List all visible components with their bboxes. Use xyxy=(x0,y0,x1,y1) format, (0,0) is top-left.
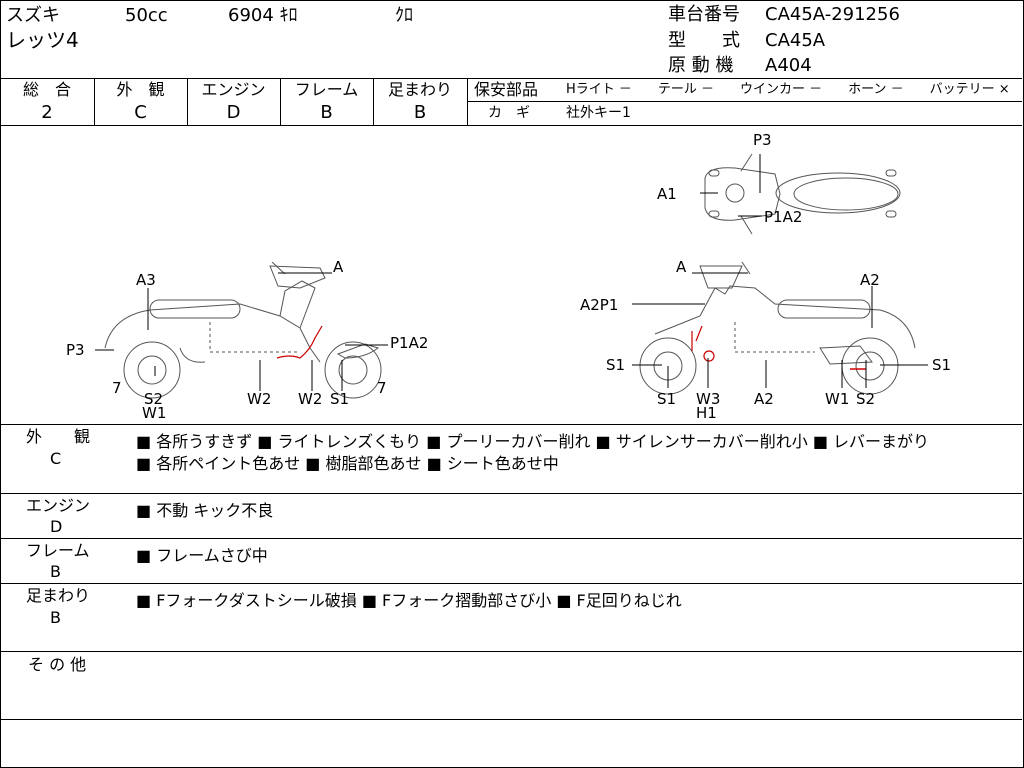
remarks-suspension-label: 足まわり xyxy=(26,586,91,605)
remarks-exterior-line1: ■ 各所うすきず ■ ライトレンズくもり ■ プーリーカバー削れ ■ サイレンサ… xyxy=(136,432,930,451)
divider xyxy=(467,78,468,125)
divider xyxy=(94,78,95,125)
overall-grade: 2 xyxy=(41,102,53,123)
suspension-grade-label: 足まわり xyxy=(387,80,452,99)
left-side-view xyxy=(104,261,382,399)
damage-mark xyxy=(691,325,703,351)
left-a-label: A xyxy=(333,258,344,276)
frame-no: CA45A-291256 xyxy=(765,4,900,25)
damage-mark xyxy=(703,350,715,362)
mileage: 6904 ｷﾛ xyxy=(228,5,298,26)
type-label: 型 式 xyxy=(668,30,740,51)
left-a3-label: A3 xyxy=(136,271,156,289)
engine-grade-label: エンジン xyxy=(201,80,266,99)
damage-mark xyxy=(276,325,323,359)
right-a2p1-label: A2P1 xyxy=(580,296,618,314)
safety-items: Hライト － テール － ウインカー － ホーン － バッテリー × xyxy=(566,82,1010,97)
engine-model-label: 原 動 機 xyxy=(668,55,734,76)
divider xyxy=(0,493,1022,494)
remarks-exterior-grade: C xyxy=(50,449,62,468)
left-p1a2-label: P1A2 xyxy=(390,334,428,352)
remarks-other-label: そ の 他 xyxy=(28,655,87,674)
left-s2-label: S2 xyxy=(144,390,163,408)
divider xyxy=(373,78,374,125)
right-w3-label: W3 xyxy=(696,390,720,408)
remarks-frame-label: フレーム xyxy=(26,541,90,560)
divider xyxy=(280,78,281,125)
divider xyxy=(0,651,1022,652)
type-value: CA45A xyxy=(765,30,826,51)
maker: スズキ xyxy=(6,5,60,26)
right-s1b-label: S1 xyxy=(657,390,676,408)
frame-grade-label: フレーム xyxy=(294,80,359,99)
divider xyxy=(0,583,1022,584)
right-s2-label: S2 xyxy=(856,390,875,408)
divider xyxy=(0,125,1022,126)
left-w2b-label: W2 xyxy=(298,390,322,408)
key-label: カ ギ xyxy=(488,105,530,121)
key-value: 社外キー1 xyxy=(566,105,631,121)
right-w1-label: W1 xyxy=(825,390,849,408)
divider xyxy=(467,101,1022,102)
right-h1-label: H1 xyxy=(696,404,717,422)
divider xyxy=(0,719,1022,720)
divider xyxy=(0,78,1022,79)
top-p1a2-label: P1A2 xyxy=(764,208,802,226)
engine-model: A404 xyxy=(765,55,812,76)
overall-label: 総 合 xyxy=(22,80,71,99)
model-name: レッツ4 xyxy=(6,28,79,52)
leader-line xyxy=(740,215,753,235)
right-a-label: A xyxy=(676,258,687,276)
left-w2a-label: W2 xyxy=(247,390,271,408)
frame-no-label: 車台番号 xyxy=(668,4,740,25)
right-a2top-label: A2 xyxy=(860,271,880,289)
divider xyxy=(187,78,188,125)
leader-line xyxy=(741,261,751,275)
top-p3-label: P3 xyxy=(753,131,772,149)
scooter-diagram: P3 A1 P1A2 A A3 P3 P1A2 7 7 S2 W1 W2 W2 … xyxy=(66,131,951,422)
top-a1-label: A1 xyxy=(657,185,677,203)
left-7b-label: 7 xyxy=(377,379,387,397)
color: ｸﾛ xyxy=(395,5,413,26)
remarks-exterior-label: 外 観 xyxy=(26,427,91,446)
remarks-frame-line1: ■ フレームさび中 xyxy=(136,546,268,565)
divider xyxy=(0,538,1022,539)
left-w1-label: W1 xyxy=(142,404,166,422)
remarks-engine-label: エンジン xyxy=(26,496,91,515)
safety-label: 保安部品 xyxy=(474,80,539,99)
leader-line xyxy=(740,153,753,172)
exterior-grade: C xyxy=(134,102,147,123)
remarks-engine-line1: ■ 不動 キック不良 xyxy=(136,501,274,520)
leader-line xyxy=(271,261,286,275)
remarks-suspension-line1: ■ Fフォークダストシール破損 ■ Fフォーク摺動部さび小 ■ F足回りねじれ xyxy=(136,591,682,610)
frame-grade: B xyxy=(320,102,333,123)
left-7a-label: 7 xyxy=(112,379,122,397)
remarks-exterior-line2: ■ 各所ペイント色あせ ■ 樹脂部色あせ ■ シート色あせ中 xyxy=(136,454,559,473)
right-s1a-label: S1 xyxy=(606,356,625,374)
divider xyxy=(0,424,1022,425)
left-s1-label: S1 xyxy=(330,390,349,408)
right-s1c-label: S1 xyxy=(932,356,951,374)
remarks-suspension-grade: B xyxy=(50,608,61,627)
top-view xyxy=(700,153,901,235)
displacement: 50cc xyxy=(125,5,168,26)
remarks-engine-grade: D xyxy=(50,517,63,536)
suspension-grade: B xyxy=(413,102,427,123)
engine-grade: D xyxy=(226,102,241,123)
remarks-frame-grade: B xyxy=(50,562,61,581)
right-a2b-label: A2 xyxy=(754,390,774,408)
left-p3-label: P3 xyxy=(66,341,85,359)
exterior-label: 外 観 xyxy=(116,80,165,99)
